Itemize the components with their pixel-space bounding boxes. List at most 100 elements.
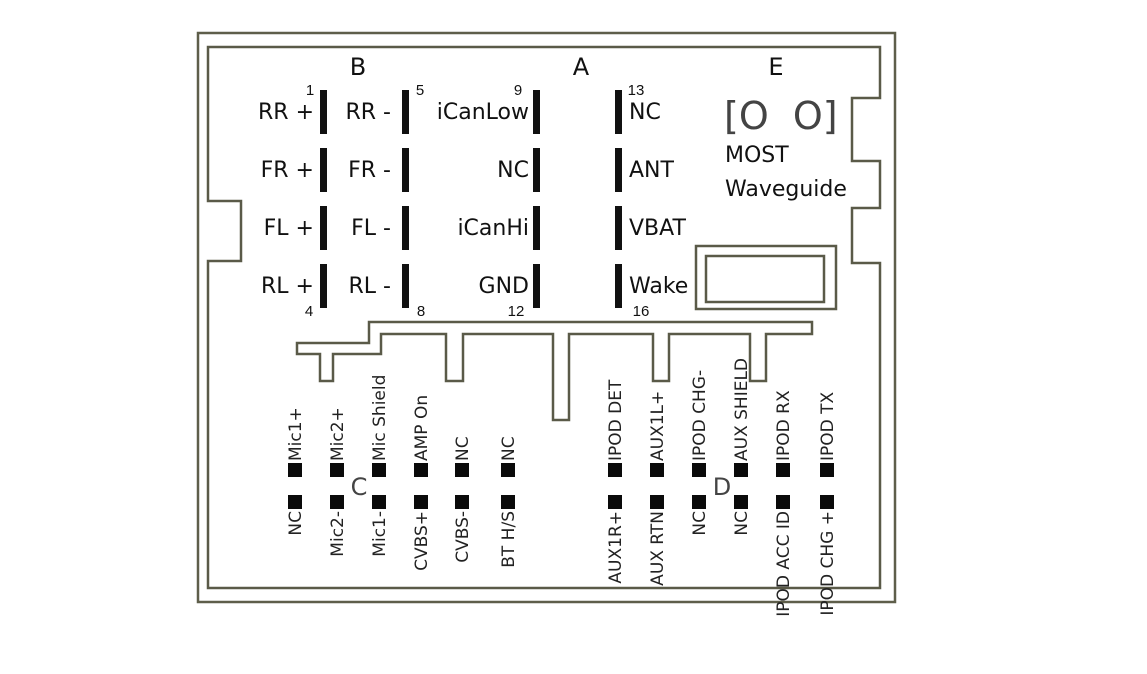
pad-label: NC <box>453 436 473 461</box>
waveguide-port-outer <box>694 244 838 311</box>
pad-label: CVBS- <box>453 511 473 563</box>
pin-7: FL - <box>351 206 409 250</box>
pad-c-top-3: Mic Shield <box>370 375 390 477</box>
pin-3: FL + <box>264 206 327 250</box>
pad-label: IPOD DET <box>606 379 626 461</box>
pin-label: RL + <box>261 274 314 299</box>
pin-2: FR + <box>261 148 327 192</box>
pin-contact-bar <box>615 264 622 308</box>
pin-label: FR + <box>261 158 314 183</box>
pin-contact-bar <box>533 148 540 192</box>
pad-c-bottom-3: Mic1- <box>370 495 390 557</box>
waveguide-label: Waveguide <box>725 177 847 202</box>
pad-contact <box>650 463 664 477</box>
pad-label: Mic1+ <box>286 407 306 461</box>
section-label-c: C <box>351 473 368 501</box>
pad-label: CVBS+ <box>412 511 432 571</box>
pad-contact <box>414 495 428 509</box>
pin-1: RR + <box>258 90 327 134</box>
pin-label: NC <box>497 158 529 183</box>
housing-outer-outline <box>196 31 897 604</box>
most-label: MOST <box>725 143 789 168</box>
pin-contact-bar <box>402 90 409 134</box>
housing-inner-outline <box>206 45 882 590</box>
pad-label: IPOD RX <box>774 390 794 461</box>
pin-contact-bar <box>320 90 327 134</box>
pin-contact-bar <box>615 90 622 134</box>
pin-9: iCanLow <box>437 90 540 134</box>
pad-label: NC <box>690 511 710 536</box>
pin-label: Wake <box>629 274 688 299</box>
pin-label: iCanLow <box>437 100 529 125</box>
pad-c-top-5: NC <box>453 436 473 477</box>
pin-number: 5 <box>416 82 424 99</box>
pad-d-top-2: AUX1L+ <box>648 391 668 477</box>
pad-d-bottom-6: IPOD CHG + <box>818 495 838 616</box>
pad-label: IPOD CHG- <box>690 370 710 461</box>
pad-contact <box>330 463 344 477</box>
pin-contact-bar <box>320 148 327 192</box>
pin-number: 4 <box>305 303 313 320</box>
pin-4: RL + <box>261 264 327 308</box>
pad-contact <box>692 463 706 477</box>
pad-d-bottom-5: IPOD ACC ID <box>774 495 794 617</box>
pad-d-top-4: AUX SHIELD <box>732 358 752 477</box>
pin-contact-bar <box>533 264 540 308</box>
pin-contact-bar <box>320 264 327 308</box>
pin-label: iCanHi <box>457 216 529 241</box>
pad-c-bottom-6: BT H/S <box>499 495 519 568</box>
section-label-e: E <box>768 53 783 81</box>
pad-label: AUX RTN <box>648 511 668 586</box>
pad-label: IPOD ACC ID <box>774 511 794 617</box>
pad-contact <box>650 495 664 509</box>
pin-number: 1 <box>306 82 314 99</box>
pad-contact <box>501 495 515 509</box>
pin-label: RR - <box>345 100 391 125</box>
pad-c-top-4: AMP On <box>412 395 432 477</box>
pad-c-bottom-2: Mic2- <box>328 495 348 557</box>
pin-15: VBAT <box>615 206 686 250</box>
pin-number: 13 <box>628 82 645 99</box>
most-fiber-symbol: [O O] <box>724 94 838 138</box>
pad-label: BT H/S <box>499 511 519 568</box>
pad-label: AUX SHIELD <box>732 358 752 461</box>
pad-contact <box>455 495 469 509</box>
pad-d-bottom-4: NC <box>732 495 752 536</box>
pin-number: 8 <box>417 303 425 320</box>
pad-label: IPOD TX <box>818 391 838 461</box>
pad-label: NC <box>732 511 752 536</box>
pin-number: 12 <box>508 303 525 320</box>
pin-label: FL + <box>264 216 314 241</box>
pad-label: AUX1R+ <box>606 511 626 584</box>
pad-contact <box>288 495 302 509</box>
pad-c-top-2: Mic2+ <box>328 407 348 477</box>
pin-label: RR + <box>258 100 314 125</box>
pad-label: NC <box>286 511 306 536</box>
pad-contact <box>414 463 428 477</box>
pad-contact <box>608 463 622 477</box>
pin-contact-bar <box>320 206 327 250</box>
pin-label: FR - <box>348 158 391 183</box>
pad-contact <box>372 463 386 477</box>
pad-contact <box>330 495 344 509</box>
pad-contact <box>776 495 790 509</box>
pad-d-bottom-1: AUX1R+ <box>606 495 626 584</box>
pad-label: Mic2+ <box>328 407 348 461</box>
pad-d-top-5: IPOD RX <box>774 390 794 477</box>
pad-c-bottom-4: CVBS+ <box>412 495 432 571</box>
pin-13: NC <box>615 90 661 134</box>
pin-contact-bar <box>615 148 622 192</box>
pin-label: RL - <box>349 274 391 299</box>
pin-label: NC <box>629 100 661 125</box>
pin-contact-bar <box>615 206 622 250</box>
pad-c-top-6: NC <box>499 436 519 477</box>
pin-label: ANT <box>629 158 675 183</box>
pad-label: AMP On <box>412 395 432 461</box>
pin-5: RR - <box>345 90 409 134</box>
pin-8: RL - <box>349 264 409 308</box>
pad-c-bottom-1: NC <box>286 495 306 536</box>
pin-label: GND <box>479 274 529 299</box>
pad-contact <box>608 495 622 509</box>
pad-label: AUX1L+ <box>648 391 668 461</box>
